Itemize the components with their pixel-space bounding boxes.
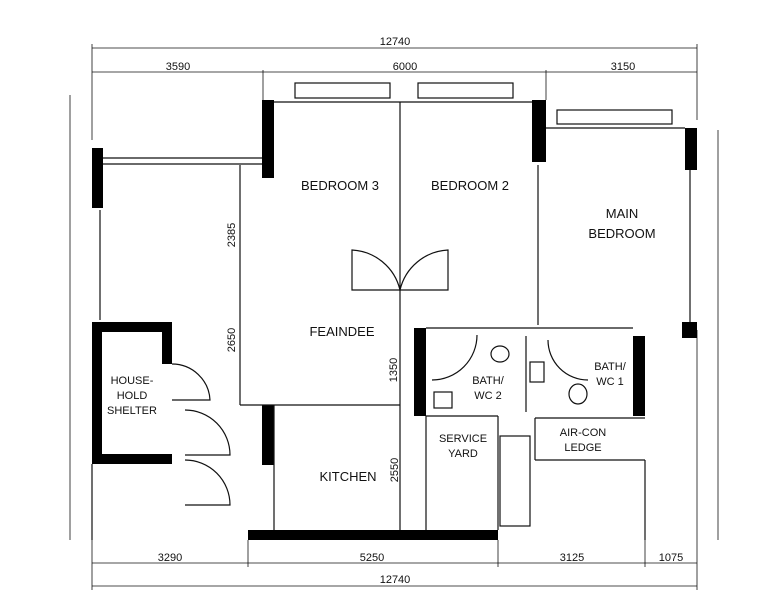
walls — [91, 100, 697, 540]
label-main-bedroom-2: BEDROOM — [588, 226, 655, 241]
dim-inner-1: 2385 — [226, 223, 238, 247]
label-bath-1-1: BATH/ — [594, 361, 627, 373]
doors — [171, 249, 589, 506]
label-bath-2-2: WC 2 — [474, 390, 502, 402]
dim-bottom-1: 3290 — [158, 552, 182, 564]
label-shelter-2: HOLD — [117, 390, 148, 402]
basin-icon — [529, 361, 545, 383]
dim-inner-2: 2650 — [226, 328, 238, 352]
label-service-yard-1: SERVICE — [439, 433, 487, 445]
windows — [294, 82, 673, 527]
label-bedroom-3: BEDROOM 3 — [301, 178, 379, 193]
dim-top-2: 6000 — [393, 61, 417, 73]
label-aircon-1: AIR-CON — [560, 427, 607, 439]
sanitary-fixtures — [433, 345, 588, 409]
label-bedroom-2: BEDROOM 2 — [431, 178, 509, 193]
label-living: FEAINDEE — [309, 324, 374, 339]
dim-top-3: 3150 — [611, 61, 635, 73]
label-bath-2-1: BATH/ — [472, 375, 505, 387]
dim-bottom-3: 3125 — [560, 552, 584, 564]
dim-inner-4: 2550 — [389, 458, 401, 482]
label-shelter-1: HOUSE- — [111, 375, 154, 387]
label-main-bedroom-1: MAIN — [606, 206, 639, 221]
basin-icon — [433, 391, 453, 409]
label-kitchen: KITCHEN — [319, 469, 376, 484]
toilet-icon — [568, 383, 588, 405]
label-shelter-3: SHELTER — [107, 405, 157, 417]
label-service-yard-2: YARD — [448, 448, 478, 460]
toilet-icon — [490, 345, 510, 363]
dim-bottom-2: 5250 — [360, 552, 384, 564]
bottom-dimensions: 3290 5250 3125 1075 12740 — [91, 330, 698, 590]
top-dimensions: 12740 3590 6000 3150 — [91, 36, 698, 140]
dim-bottom-total: 12740 — [380, 574, 411, 586]
label-aircon-2: LEDGE — [564, 442, 601, 454]
dim-top-1: 3590 — [166, 61, 190, 73]
dim-bottom-4: 1075 — [659, 552, 683, 564]
dim-inner-3: 1350 — [388, 358, 400, 382]
dim-top-total: 12740 — [380, 36, 411, 48]
label-bath-1-2: WC 1 — [596, 376, 624, 388]
